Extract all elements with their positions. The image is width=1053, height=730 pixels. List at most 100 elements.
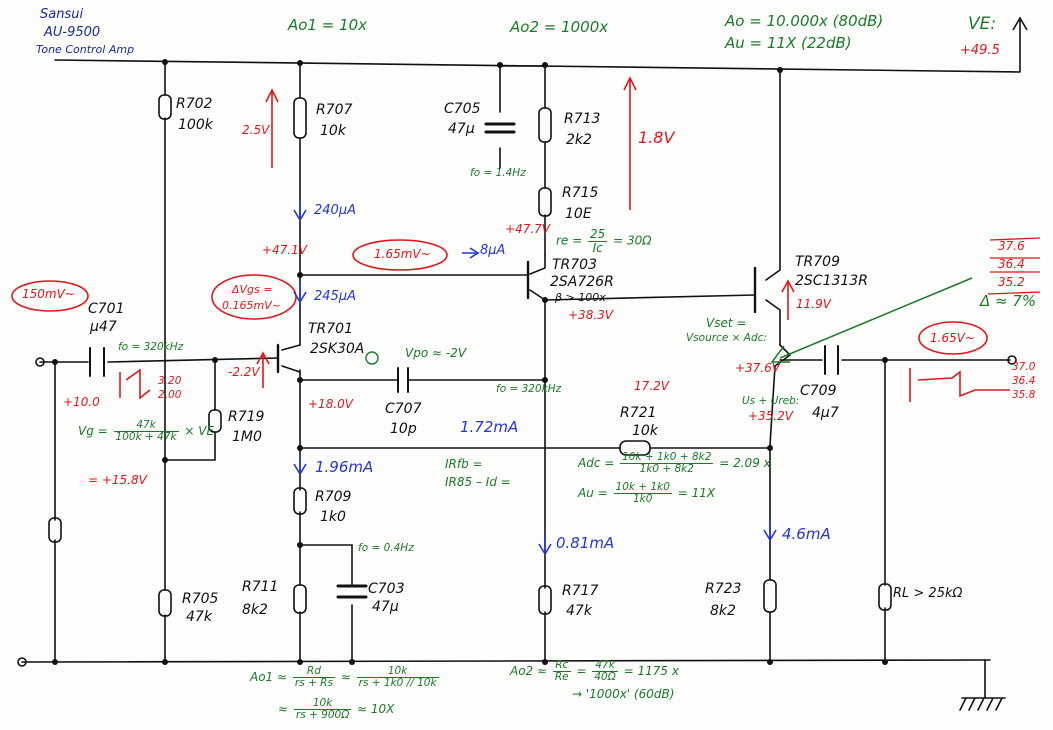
r719-ref: R719 [228,409,265,425]
current-240ua: 240µA [314,203,356,218]
vpo-estimate: Vpo ≈ -2V [405,346,467,360]
r723-body [763,579,777,613]
scope-level-c: 35.8 [1012,389,1036,401]
c709-ref: C709 [800,383,837,399]
input-signal: 150mV~ [22,287,75,301]
vce-tr709: 11.9V [796,297,831,311]
delta-vgs-label: ΔVgs = [232,283,273,296]
scope-left-a: 3.20 [158,375,182,387]
node-38-3: +38.3V [568,308,613,322]
heading-brand: Sansui [40,7,84,22]
vmeter-reading-2: 36.4 [998,257,1025,271]
stage-gain-ao1: Ao1 = 10x [288,16,368,34]
r715-ref: R715 [562,185,599,201]
heading-subtitle: Tone Control Amp [36,43,135,56]
r707-ref: R707 [316,102,353,118]
ao2-num-2: 47k [592,659,618,673]
drop-r721: 17.2V [634,379,669,393]
au-result: = 11X [677,486,716,501]
current-0-81ma: 0.81mA [556,534,615,552]
adc-result: = 2.09 x [719,456,771,471]
r723-ref: R723 [705,581,742,597]
vmeter-reading-1: 37.6 [998,239,1025,253]
fo-320khz-c707: fo = 320kHz [496,383,562,395]
vg-tail: × VE [184,424,215,439]
us-ureb-label: Us + Ureb: [742,395,800,407]
fo-320khz-input: fo = 320kHz [118,341,184,353]
au-label: Au = [578,486,608,501]
drop-r713: 1.8V [638,128,675,147]
r721-value: 10k [632,423,658,439]
c707-value: 10p [390,421,417,437]
node-37-6: +37.6V [735,361,780,375]
load-resistor-label: RL > 25kΩ [893,586,963,601]
c701-ref: C701 [88,301,125,317]
node-35-2: +35.2V [748,409,793,423]
r702-body [158,94,172,120]
c701-value: µ47 [90,319,117,335]
fo-1-4hz: fo = 1.4Hz [470,167,526,179]
ao2-eq: = [576,664,587,679]
ao1-approx-2: ≈ [278,702,289,717]
adc-numerator: 10k + 1k0 + 8k2 [620,451,714,465]
ao2-num-1: Rc [552,659,571,673]
ground-rail-wire [21,659,991,663]
r717-ref: R717 [562,583,599,599]
r707-body [293,97,307,139]
au-numerator: 10k + 1k0 [613,481,672,495]
r719-value: 1M0 [232,429,262,445]
r711-body [293,584,307,614]
adc-label: Adc = [578,456,615,471]
current-1-96ma: 1.96mA [315,458,374,476]
r713-value: 2k2 [566,132,592,148]
au-denominator: 1k0 [632,493,653,506]
node-47-7: +47.7V [505,222,550,236]
r719-body [208,409,222,433]
node-18-0: +18.0V [308,397,353,411]
ao2-den-1: Re [554,671,569,684]
c703-ref: C703 [368,581,405,597]
r721-ref: R721 [620,405,657,421]
ao1-result: ≈ 10X [357,702,395,717]
ao1-num-2: 10k [356,665,439,679]
vg-numerator: 47k [113,419,179,433]
r713-body [538,107,552,143]
irfb-formula: IR85 – Id = [445,475,511,489]
r717-body [538,585,552,615]
ao2-result: = 1175 x [623,664,679,679]
output-signal: 1.65V~ [930,331,975,345]
heading-model: AU-9500 [44,25,101,40]
tr703-type: 2SA726R [550,274,614,290]
ao1-num-3: 10k [293,697,352,711]
delta-7-percent: Δ ≈ 7% [980,292,1037,310]
r711-value: 8k2 [242,602,268,618]
current-4-6ma: 4.6mA [782,525,831,543]
c709-value: 4µ7 [812,405,839,421]
r715-body [538,187,552,217]
vg-label: Vg = [78,424,108,439]
r711-ref: R711 [242,579,279,595]
vset-label: Vset = [706,316,747,330]
r715-value: 10E [565,206,592,222]
supply-value: +49.5 [960,43,1000,58]
re-denominator: Ic [592,240,603,255]
ao2-label: Ao2 ≈ [510,664,548,679]
ao1-den-2: rs + 1k0 // 10k [358,677,437,690]
r702-value: 100k [178,117,213,133]
ao1-den-3: rs + 900Ω [295,709,350,722]
ao1-label: Ao1 ≈ [250,670,288,685]
ao2-den-2: 40Ω [594,671,616,684]
drop-r707: 2.5V [242,123,270,137]
current-8ua: 8µA [480,243,506,258]
node-47-1: +47.1V [262,243,307,257]
stage-gain-ao2: Ao2 = 1000x [510,18,609,36]
c705-value: 47µ [448,121,475,137]
tr709-type: 2SC1313R [795,273,868,289]
fo-0-4hz: fo = 0.4Hz [358,542,414,554]
